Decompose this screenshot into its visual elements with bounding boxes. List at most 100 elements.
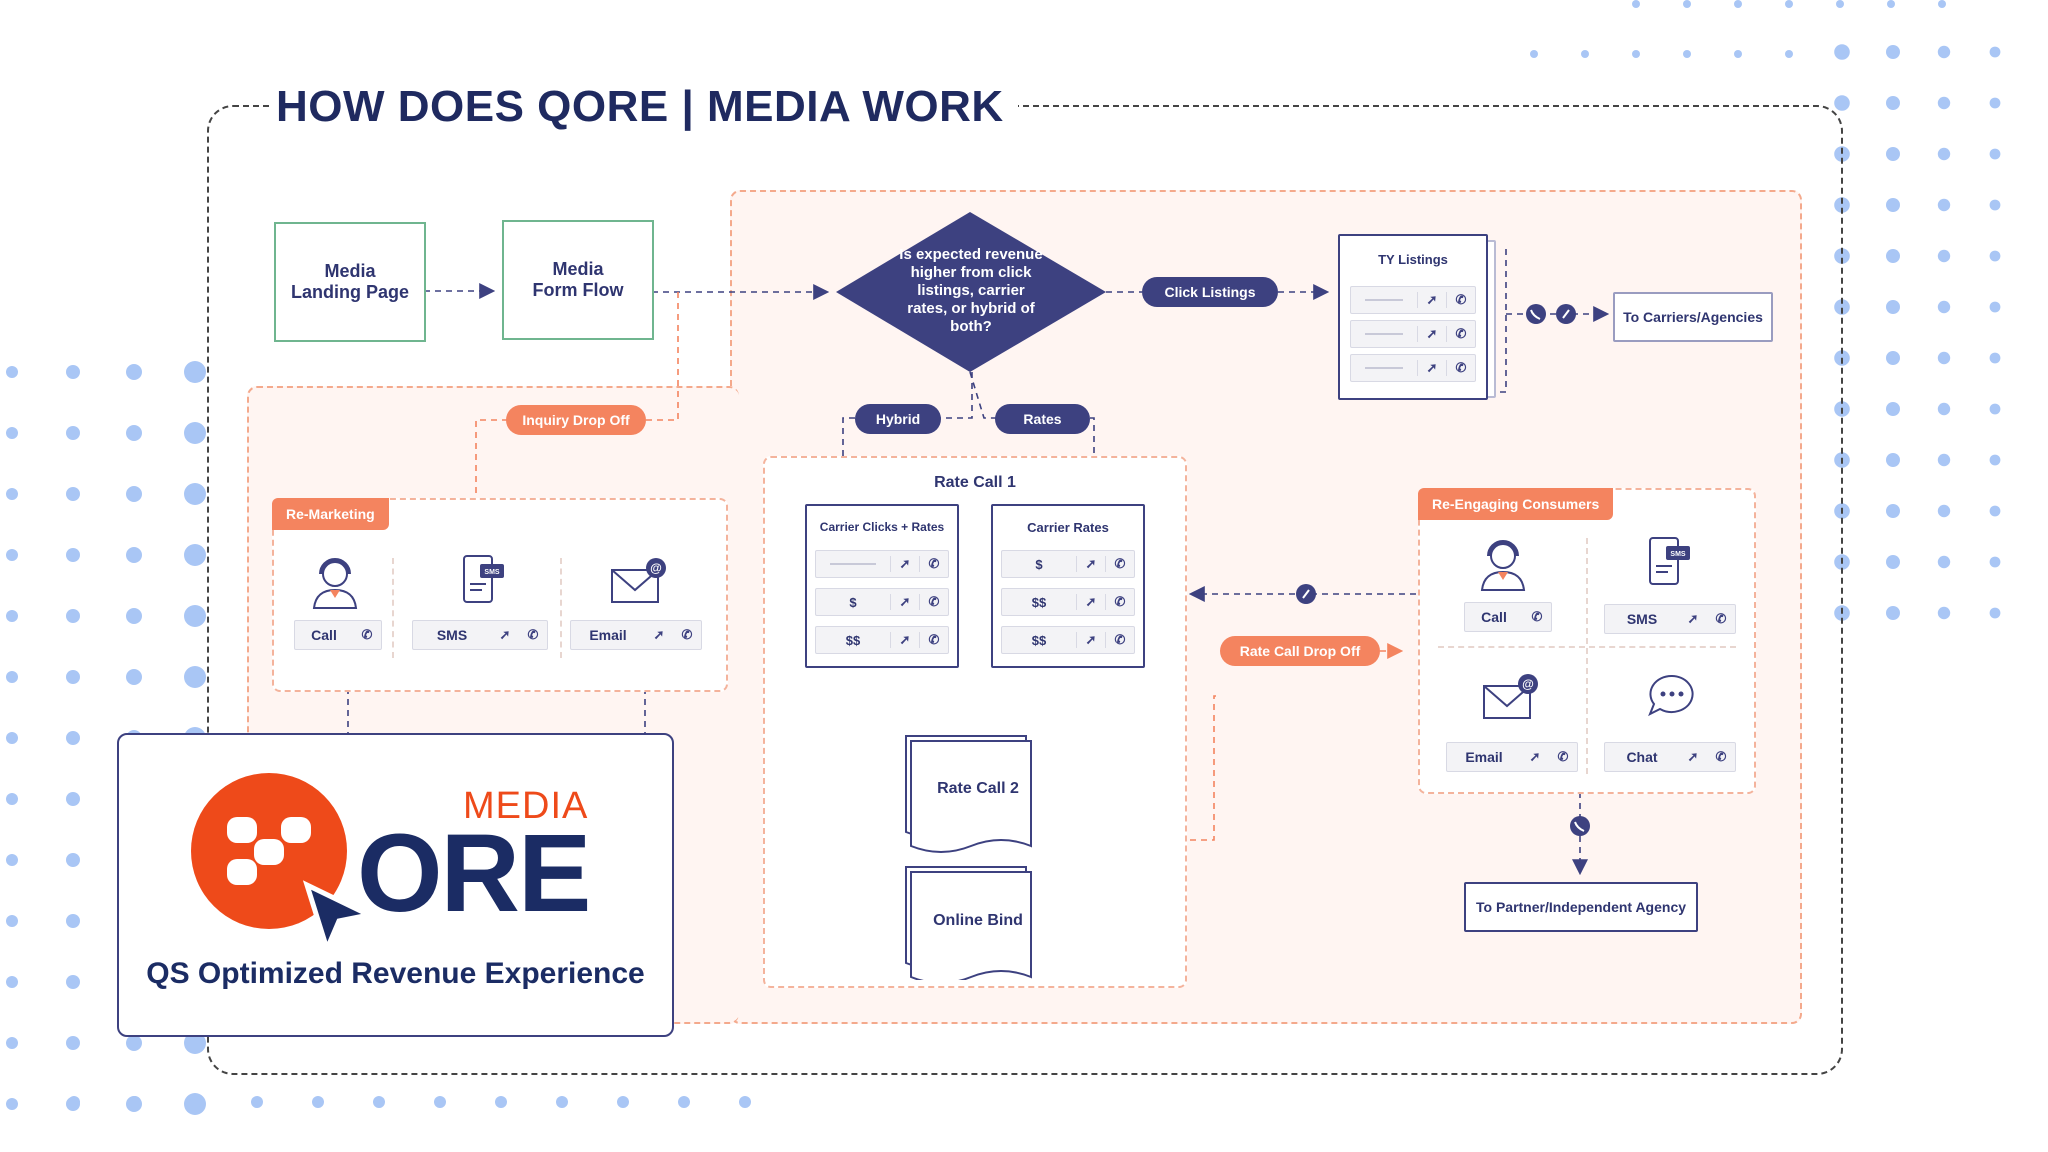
rate-row: $$➚✆ bbox=[815, 626, 949, 654]
decision-text: Is expected revenue higher from click li… bbox=[899, 246, 1043, 335]
decorative-dot bbox=[1632, 0, 1640, 8]
decorative-dot bbox=[6, 671, 18, 683]
decorative-dot bbox=[1989, 454, 2001, 466]
cursor-icon: ➚ bbox=[890, 632, 919, 648]
decorative-dot bbox=[1989, 301, 2001, 313]
decorative-dot bbox=[1989, 556, 2001, 568]
decorative-dot bbox=[6, 793, 18, 805]
decorative-dot bbox=[1886, 402, 1900, 416]
decorative-dot bbox=[184, 544, 206, 566]
decorative-dot bbox=[6, 366, 18, 378]
reengage-email-channel: Email➚✆ bbox=[1446, 742, 1578, 772]
phone-icon: ✆ bbox=[1715, 611, 1727, 626]
decorative-dot bbox=[1989, 607, 2001, 619]
decorative-dot bbox=[1785, 50, 1793, 58]
hybrid-pill: Hybrid bbox=[855, 404, 941, 434]
carrier-clicks-rates-card: Carrier Clicks + Rates ➚✆ $➚✆ $$➚✆ bbox=[805, 504, 959, 668]
cursor-icon: ➚ bbox=[1529, 749, 1541, 764]
decorative-dot bbox=[1989, 148, 2001, 160]
decorative-dot bbox=[184, 605, 206, 627]
ty-listing-row: ➚✆ bbox=[1350, 286, 1476, 314]
decorative-dot bbox=[1937, 453, 1951, 467]
cursor-icon: ➚ bbox=[890, 594, 919, 610]
ty-listings-card: TY Listings ➚✆ ➚✆ ➚✆ bbox=[1338, 234, 1488, 400]
decorative-dot bbox=[1937, 504, 1951, 518]
phone-icon: ✆ bbox=[1531, 609, 1543, 624]
decorative-dot bbox=[1886, 504, 1900, 518]
outer-dashed-frame bbox=[207, 105, 1843, 1075]
remarketing-email-channel: Email➚✆ bbox=[570, 620, 702, 650]
decorative-dot bbox=[66, 914, 80, 928]
decorative-dot bbox=[1989, 352, 2001, 364]
document-stacks bbox=[905, 735, 1032, 980]
decorative-dot bbox=[739, 1096, 751, 1108]
decorative-dot bbox=[6, 854, 18, 866]
decorative-dot bbox=[6, 732, 18, 744]
headset-agent-icon bbox=[1480, 540, 1526, 591]
qore-media-logo-card: MEDIA ORE QS Optimized Revenue Experienc… bbox=[117, 733, 674, 1037]
media-form-flow-box: Media Form Flow bbox=[502, 220, 654, 340]
decorative-dot bbox=[1836, 50, 1844, 58]
svg-text:SMS: SMS bbox=[1670, 551, 1686, 558]
decorative-dot bbox=[1937, 555, 1951, 569]
decorative-dot bbox=[373, 1096, 385, 1108]
decorative-dot bbox=[6, 976, 18, 988]
cursor-icon: ➚ bbox=[1076, 594, 1105, 610]
sms-phone-icon: SMS bbox=[1649, 537, 1690, 585]
cursor-icon: ➚ bbox=[1417, 326, 1446, 342]
re-marketing-tab: Re-Marketing bbox=[272, 498, 389, 530]
phone-icon: ✆ bbox=[1715, 749, 1727, 764]
decorative-dot bbox=[126, 364, 142, 380]
cursor-icon: ➚ bbox=[1417, 360, 1446, 376]
decorative-dot bbox=[1989, 199, 2001, 211]
decorative-dot bbox=[68, 1096, 80, 1108]
decorative-dot bbox=[66, 975, 80, 989]
decorative-dot bbox=[1989, 505, 2001, 517]
click-listings-pill: Click Listings bbox=[1142, 277, 1278, 307]
decorative-dot bbox=[1989, 250, 2001, 262]
decorative-dot bbox=[1886, 351, 1900, 365]
phone-icon: ✆ bbox=[1446, 326, 1475, 342]
decorative-dot bbox=[617, 1096, 629, 1108]
rate-call-2-label: Rate Call 2 bbox=[937, 780, 1019, 797]
decorative-dot bbox=[66, 1036, 80, 1050]
decorative-dot bbox=[434, 1096, 446, 1108]
decorative-dot bbox=[184, 1032, 206, 1054]
phone-icon: ✆ bbox=[1557, 749, 1569, 764]
decorative-dot bbox=[184, 361, 206, 383]
decorative-dot bbox=[1581, 50, 1589, 58]
decorative-dot bbox=[1785, 0, 1793, 8]
phone-icon: ✆ bbox=[527, 627, 539, 642]
rate-call-1-title: Rate Call 1 bbox=[934, 474, 1016, 491]
decorative-dot bbox=[1886, 300, 1900, 314]
rate-call-drop-off-pill: Rate Call Drop Off bbox=[1220, 636, 1380, 666]
decorative-dot bbox=[6, 915, 18, 927]
decorative-dot bbox=[1937, 198, 1951, 212]
remarketing-sms-channel: SMS➚✆ bbox=[412, 620, 548, 650]
rate-row: ➚✆ bbox=[815, 550, 949, 578]
decorative-dot bbox=[1989, 46, 2001, 58]
headset-agent-icon bbox=[312, 558, 358, 609]
svg-text:SMS: SMS bbox=[484, 569, 500, 576]
decorative-dot bbox=[126, 547, 142, 563]
decorative-dot bbox=[1632, 50, 1640, 58]
carrier-rates-card: Carrier Rates $➚✆ $$➚✆ $$➚✆ bbox=[991, 504, 1145, 668]
decorative-dot bbox=[6, 610, 18, 622]
logo-ore-text: ORE bbox=[357, 812, 591, 935]
phone-icon: ✆ bbox=[1446, 360, 1475, 376]
rate-row: $$➚✆ bbox=[1001, 588, 1135, 616]
page-title: HOW DOES QORE | MEDIA WORK bbox=[272, 82, 1018, 132]
media-landing-page-box: Media Landing Page bbox=[274, 222, 426, 342]
decorative-dot bbox=[66, 365, 80, 379]
ty-listing-row: ➚✆ bbox=[1350, 320, 1476, 348]
decorative-dot bbox=[1886, 606, 1900, 620]
decorative-dot bbox=[1834, 95, 1850, 111]
reengage-chat-channel: Chat➚✆ bbox=[1604, 742, 1736, 772]
rates-pill: Rates bbox=[995, 404, 1090, 434]
decorative-dot bbox=[126, 669, 142, 685]
cursor-icon: ➚ bbox=[499, 627, 511, 642]
cursor-icon: ➚ bbox=[1687, 611, 1699, 626]
reengage-call-channel: Call✆ bbox=[1464, 602, 1552, 632]
decorative-dot bbox=[66, 853, 80, 867]
